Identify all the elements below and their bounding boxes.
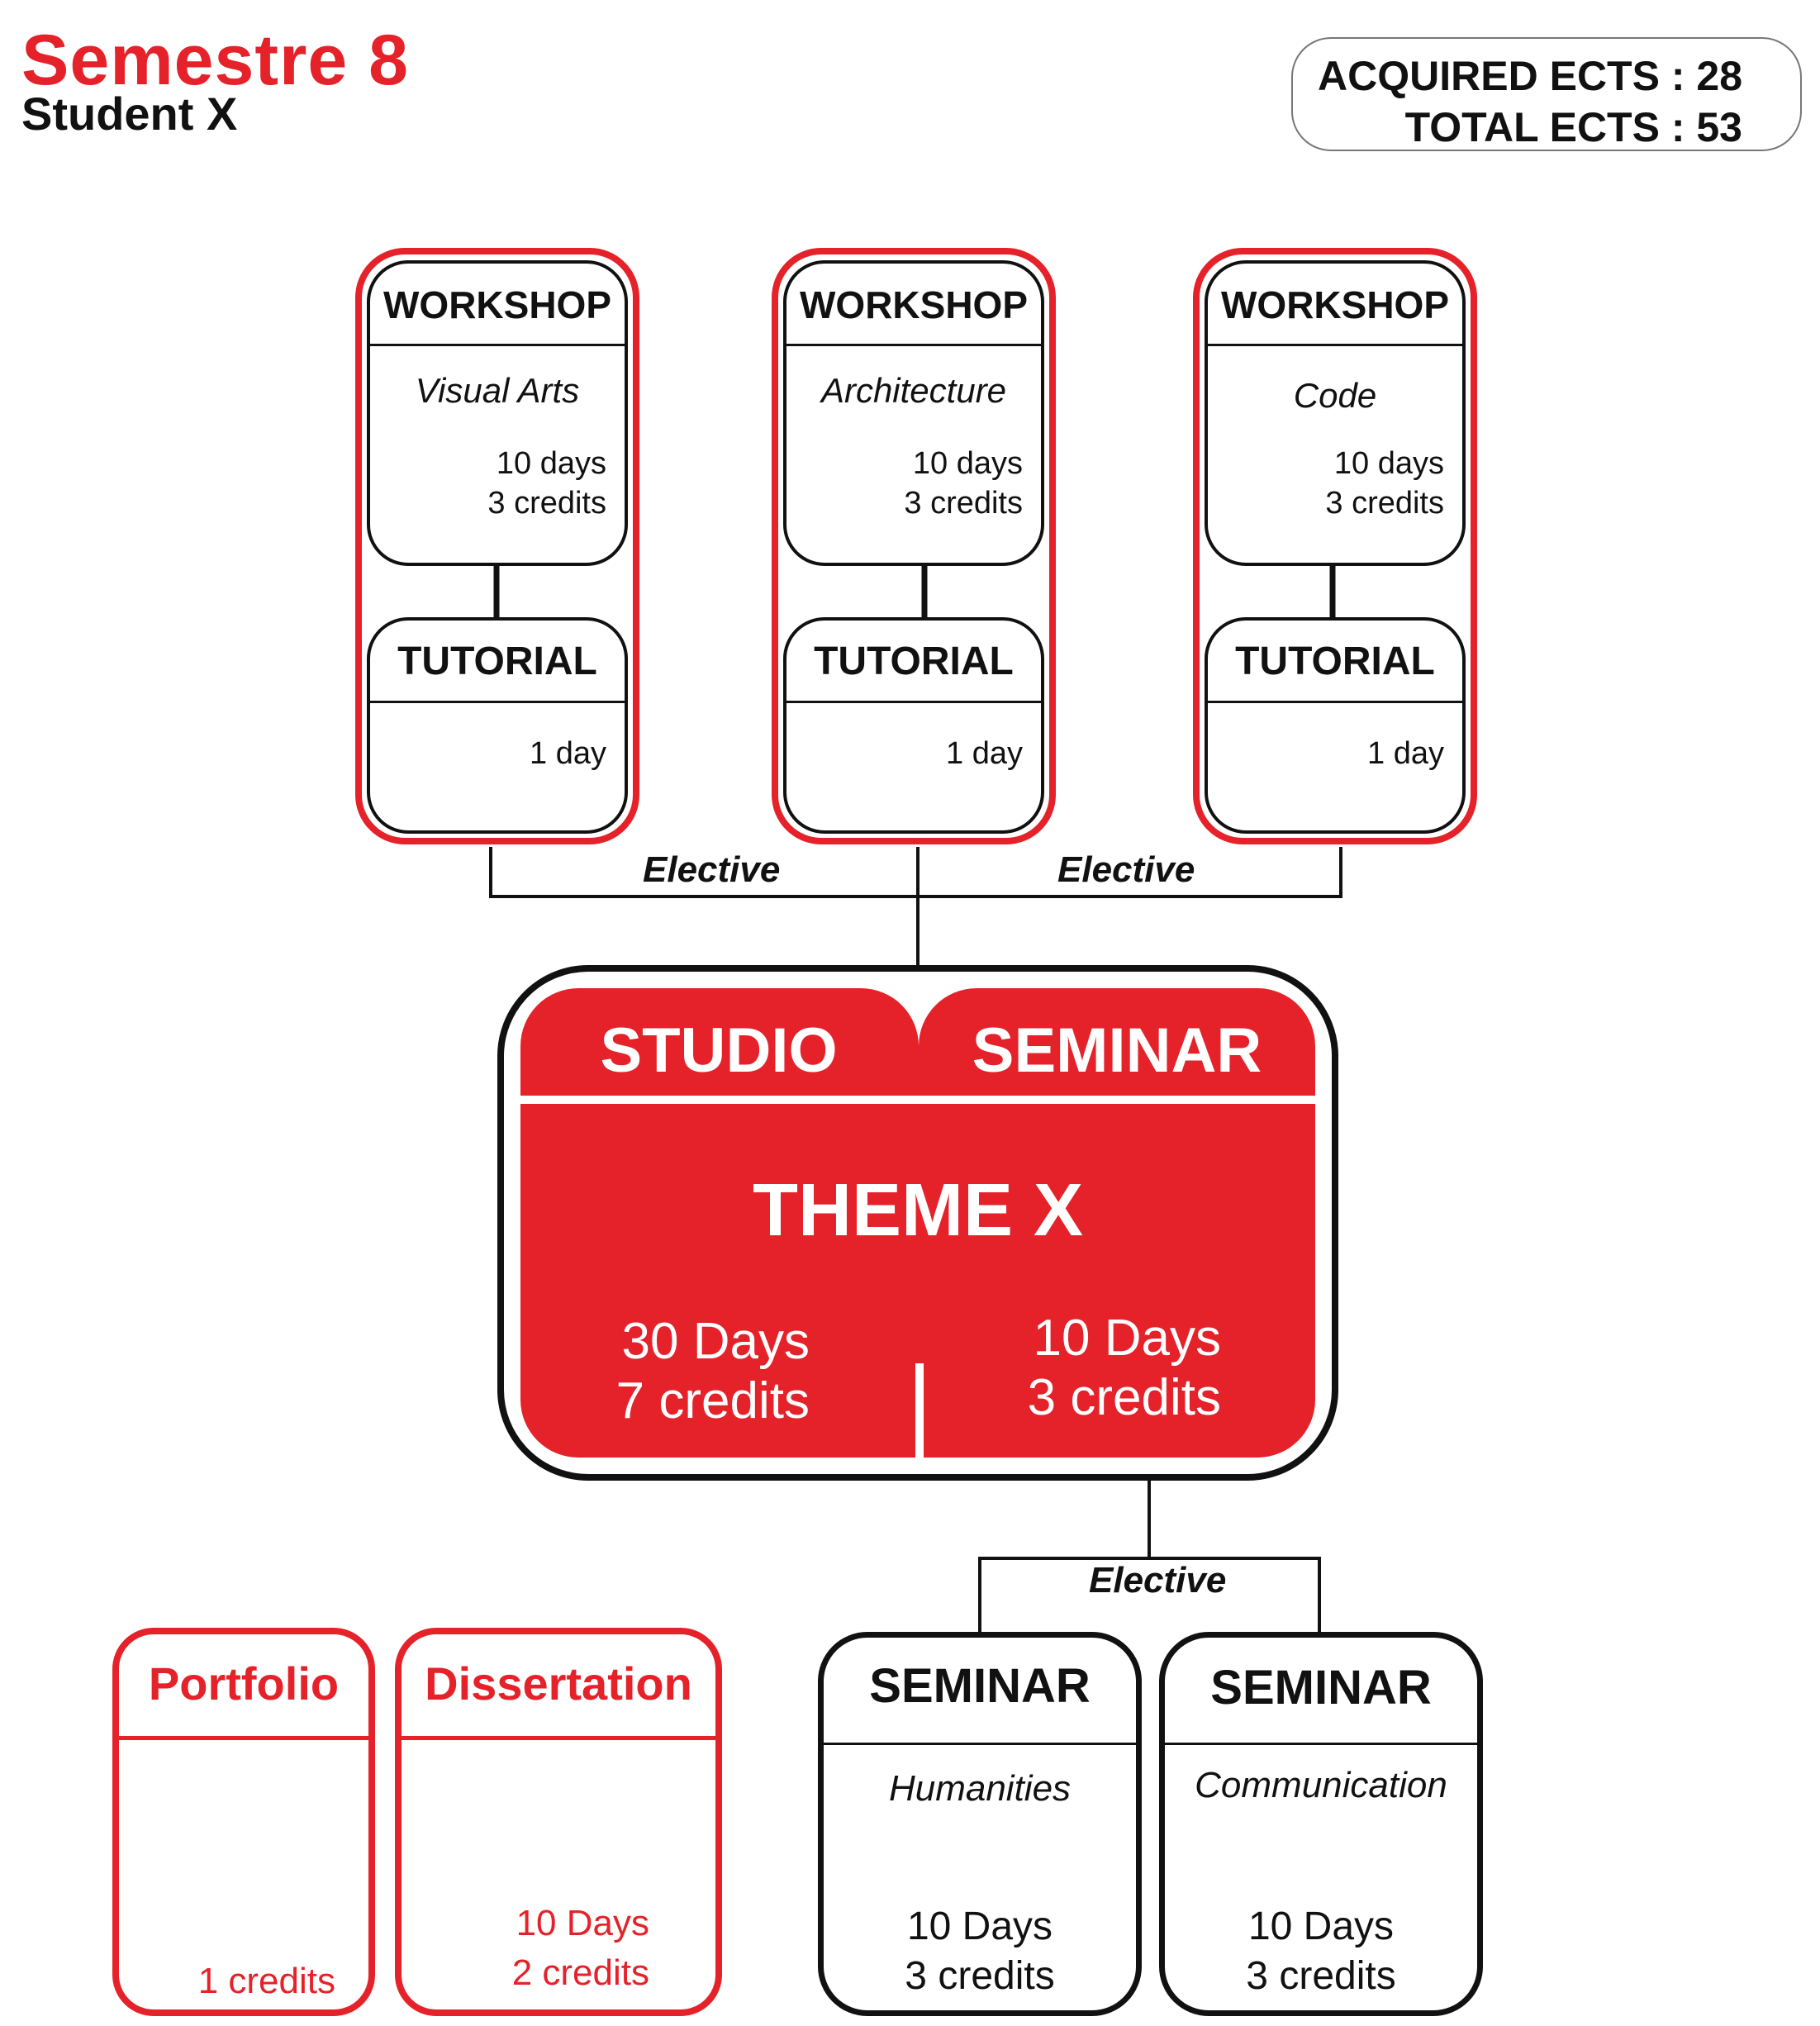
page-title: Semestre 8	[21, 21, 409, 100]
theme-name: THEME X	[752, 1169, 1084, 1252]
seminar-heading: SEMINAR	[1165, 1638, 1477, 1745]
tutorial-card-architecture[interactable]: TUTORIAL 1 day	[783, 617, 1044, 834]
elective-label: Elective	[1057, 849, 1195, 890]
tutorial-days: 1 day	[1367, 736, 1444, 771]
dissertation-card[interactable]: Dissertation 10 Days 2 credits	[395, 1628, 722, 2016]
seminar-days: 10 Days	[906, 1905, 1053, 1948]
workshop-heading: WORKSHOP	[370, 264, 625, 346]
tutorial-days: 1 day	[530, 736, 606, 771]
studio-heading: STUDIO	[600, 1015, 838, 1086]
elective-label: Elective	[643, 849, 781, 890]
workshop-credits: 3 credits	[1325, 486, 1444, 521]
theme-seminar-days: 10 Days	[1033, 1310, 1221, 1367]
tutorial-days: 1 day	[946, 736, 1023, 771]
seminar-topic: Communication	[1195, 1765, 1447, 1805]
theme-seminar-credits: 3 credits	[1027, 1369, 1221, 1426]
tutorial-heading: TUTORIAL	[1208, 621, 1462, 703]
seminar-days: 10 Days	[1247, 1905, 1395, 1948]
workshop-card-architecture[interactable]: WORKSHOP Architecture 10 days 3 credits	[783, 260, 1044, 566]
workshop-topic: Visual Arts	[415, 371, 580, 410]
workshop-card-visual-arts[interactable]: WORKSHOP Visual Arts 10 days 3 credits	[367, 260, 628, 566]
workshop-group-code	[1193, 248, 1477, 844]
dissertation-days: 10 Days	[516, 1903, 649, 1943]
workshop-card-code[interactable]: WORKSHOP Code 10 days 3 credits	[1205, 260, 1466, 566]
workshop-meta: 10 days 3 credits	[1325, 444, 1444, 523]
workshop-group-visual-arts	[355, 248, 639, 844]
studio-meta: 30 Days 7 credits	[578, 1312, 810, 1431]
workshop-days: 10 days	[496, 446, 606, 481]
workshop-heading: WORKSHOP	[786, 264, 1041, 346]
seminar-credits: 3 credits	[905, 1954, 1055, 1998]
workshop-meta: 10 days 3 credits	[904, 444, 1023, 523]
theme-split-divider	[915, 1363, 924, 1461]
seminar-heading: SEMINAR	[824, 1638, 1136, 1745]
ects-summary: ACQUIRED ECTS : 28 TOTAL ECTS : 53	[1291, 37, 1802, 151]
acquired-ects: ACQUIRED ECTS : 28	[1318, 53, 1742, 99]
student-name: Student X	[21, 88, 238, 140]
dissertation-heading: Dissertation	[402, 1634, 715, 1740]
seminar-credits: 3 credits	[1246, 1954, 1396, 1998]
seminar-card-humanities[interactable]: SEMINAR Humanities 10 Days 3 credits	[818, 1632, 1142, 2016]
tutorial-heading: TUTORIAL	[786, 621, 1041, 703]
workshop-topic: Architecture	[820, 371, 1007, 410]
workshop-days: 10 days	[912, 446, 1023, 481]
portfolio-heading: Portfolio	[119, 1634, 368, 1740]
dissertation-meta: 10 Days 2 credits	[512, 1899, 649, 1998]
workshop-heading: WORKSHOP	[1208, 264, 1462, 346]
seminar-topic: Humanities	[888, 1768, 1072, 1809]
studio-credits: 7 credits	[615, 1372, 810, 1429]
tutorial-card-code[interactable]: TUTORIAL 1 day	[1205, 617, 1466, 834]
workshop-days: 10 days	[1333, 446, 1444, 481]
seminar-card-communication[interactable]: SEMINAR Communication 10 Days 3 credits	[1159, 1632, 1483, 2016]
seminar-meta: 10 Days 3 credits	[1165, 1902, 1477, 2001]
workshop-meta: 10 days 3 credits	[487, 444, 606, 523]
workshop-credits: 3 credits	[487, 486, 606, 521]
dissertation-credits: 2 credits	[511, 1952, 649, 1993]
seminar-meta: 10 Days 3 credits	[824, 1902, 1136, 2001]
elective-label: Elective	[1089, 1560, 1227, 1600]
portfolio-card[interactable]: Portfolio 1 credits	[112, 1628, 375, 2016]
seminar-header-bg	[919, 988, 1315, 1096]
seminar-heading: SEMINAR	[972, 1015, 1262, 1086]
portfolio-credits: 1 credits	[197, 1961, 335, 2001]
workshop-group-architecture	[772, 248, 1056, 844]
studio-days: 30 Days	[621, 1313, 810, 1370]
tutorial-card-visual-arts[interactable]: TUTORIAL 1 day	[367, 617, 628, 834]
theme-seminar-meta: 10 Days 3 credits	[975, 1309, 1221, 1428]
workshop-credits: 3 credits	[904, 486, 1023, 521]
total-ects: TOTAL ECTS : 53	[1404, 104, 1742, 150]
workshop-topic: Code	[1293, 376, 1377, 415]
studio-header-bg	[520, 988, 919, 1096]
tutorial-heading: TUTORIAL	[370, 621, 625, 703]
